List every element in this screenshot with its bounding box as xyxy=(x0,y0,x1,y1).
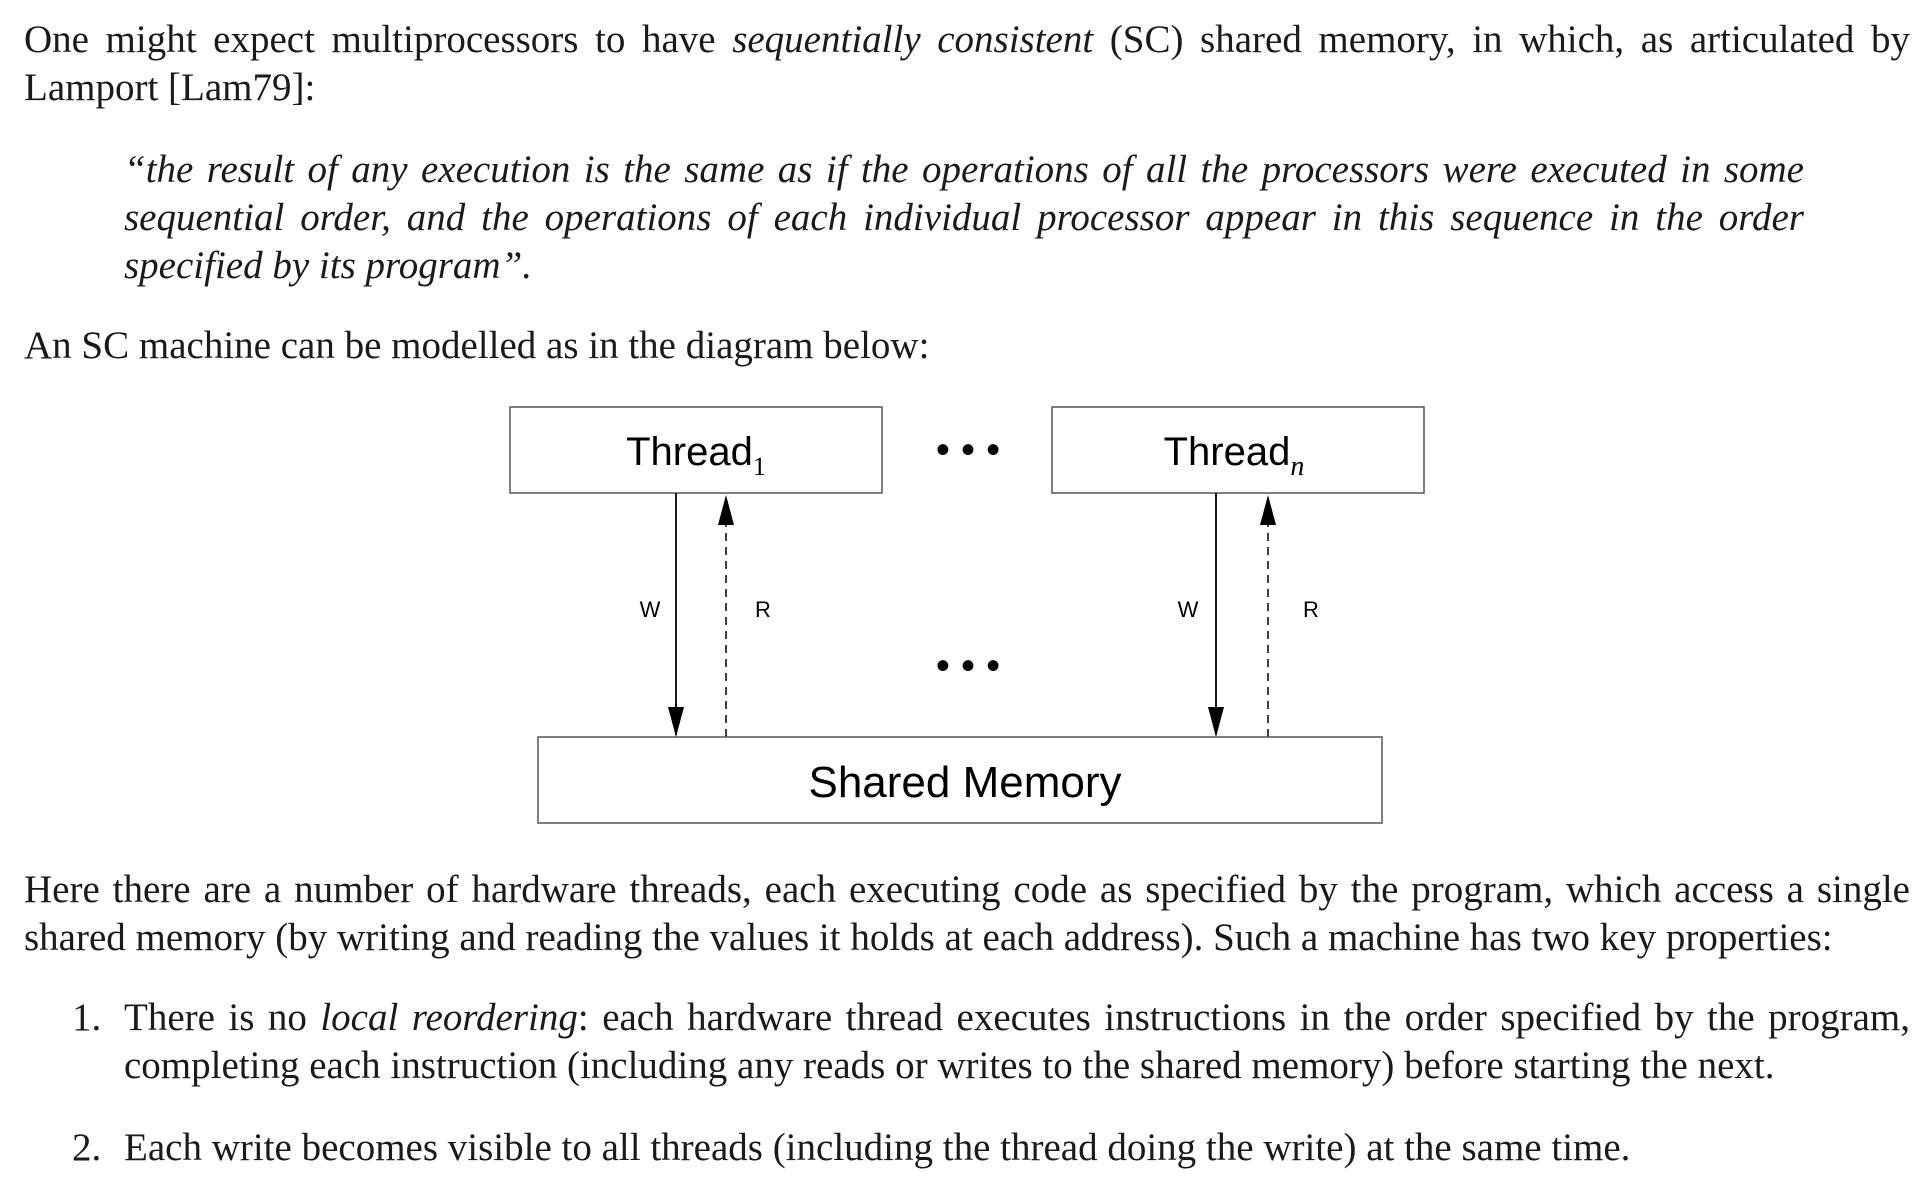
intro-text-2: (SC) shared memory, in which, as articul… xyxy=(24,18,1910,109)
svg-text:Threadn: Threadn xyxy=(1164,430,1305,482)
diagram-lead-in: An SC machine can be modelled as in the … xyxy=(24,324,930,367)
list-item: 2. Each write becomes visible to all thr… xyxy=(72,1124,1910,1172)
property-1-text-2: : each hardware thread executes instruct… xyxy=(124,996,1911,1087)
list-item-body: Each write becomes visible to all thread… xyxy=(124,1126,1631,1169)
thread-n-read-arrowhead xyxy=(1260,495,1276,525)
middle-ellipsis: • • • xyxy=(936,644,1000,688)
thread-n-box: Threadn xyxy=(1051,406,1425,494)
thread-1-read-arrowhead xyxy=(718,495,734,525)
intro-paragraph: One might expect multiprocessors to have… xyxy=(24,16,1910,112)
thread-1-label: Thread xyxy=(626,430,753,474)
shared-memory-box: Shared Memory xyxy=(537,736,1383,824)
top-ellipsis: • • • xyxy=(936,428,1000,472)
thread-1-write-label: W xyxy=(640,597,661,622)
thread-1-write-arrowhead xyxy=(668,707,684,737)
list-item-body: There is no local reordering: each hardw… xyxy=(124,994,1910,1090)
property-1-emphasis: local reordering xyxy=(320,996,578,1039)
thread-n-write-arrowhead xyxy=(1208,707,1224,737)
thread-1-read-label: R xyxy=(755,597,771,622)
list-item-number: 2. xyxy=(72,1126,102,1169)
thread-n-write-label: W xyxy=(1178,597,1199,622)
shared-memory-label: Shared Memory xyxy=(808,758,1121,807)
description-paragraph: Here there are a number of hardware thre… xyxy=(24,868,1910,959)
sc-machine-diagram: Thread1 Threadn • • • W R • • • W R Shar… xyxy=(509,406,1425,824)
thread-n-read-label: R xyxy=(1303,597,1319,622)
lamport-quote: “the result of any execution is the same… xyxy=(124,148,1804,287)
thread-n-label: Thread xyxy=(1164,430,1291,474)
intro-text-1: One might expect multiprocessors to have xyxy=(24,18,733,61)
svg-text:Thread1: Thread1 xyxy=(626,430,766,481)
list-item: 1. There is no local reordering: each ha… xyxy=(72,994,1910,1090)
property-1-text-1: There is no xyxy=(124,996,321,1039)
intro-emphasis: sequentially consistent xyxy=(732,18,1094,61)
thread-1-box: Thread1 xyxy=(509,406,883,494)
thread-n-subscript: n xyxy=(1290,451,1304,482)
list-item-number: 1. xyxy=(72,996,102,1039)
thread-1-subscript: 1 xyxy=(753,452,766,481)
